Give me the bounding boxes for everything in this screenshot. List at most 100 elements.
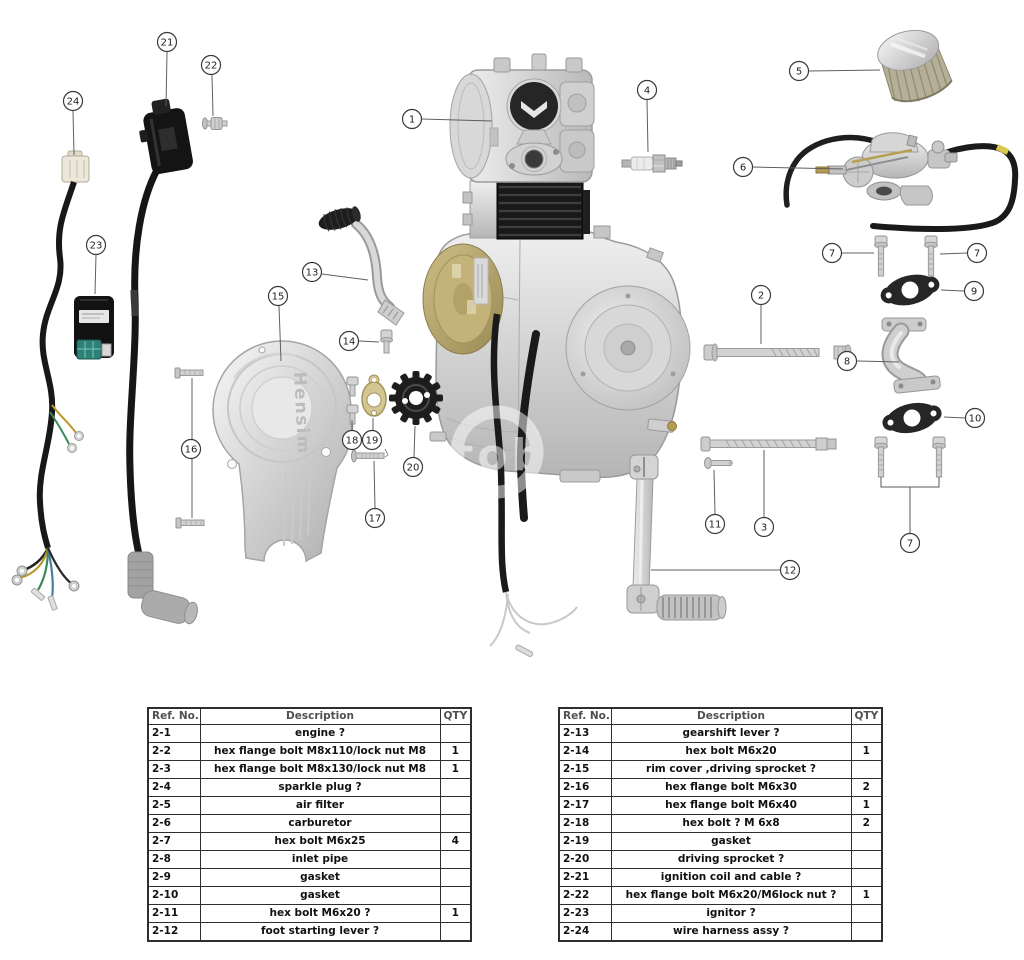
callout-leader-line (358, 340, 380, 343)
callout-21: 21 (156, 31, 178, 53)
callout-leader-line (713, 469, 716, 515)
qty-cell (439, 850, 472, 869)
sprocket-gasket-illustration (361, 374, 387, 417)
description-cell: gasket (199, 886, 441, 905)
ref-no-cell: 2-19 (558, 832, 612, 851)
callout-leader-line (94, 254, 97, 295)
callout-23: 23 (85, 234, 107, 256)
flywheel-illustration (422, 243, 504, 355)
callout-leader-line (278, 305, 282, 362)
qty-cell: 2 (850, 778, 883, 797)
ref-no-cell: 2-20 (558, 850, 612, 869)
svg-text:7: 7 (829, 249, 835, 260)
watermark: otob (418, 405, 544, 499)
bolt-m6x20-illustration (380, 329, 393, 354)
callout-18: 18 (341, 429, 363, 451)
callout-3: 3 (753, 516, 775, 538)
svg-text:16: 16 (185, 445, 198, 456)
callout-leader-line (321, 273, 369, 281)
svg-text:24: 24 (67, 97, 80, 108)
qty-cell (439, 922, 472, 942)
callout-leader-line (165, 51, 168, 107)
qty-cell: 1 (850, 742, 883, 761)
callout-leader-line (856, 360, 900, 363)
description-cell: hex bolt ? M 6x8 (610, 814, 852, 833)
description-cell: ignitor ? (610, 904, 852, 923)
bolt-m6x20-illustration (704, 457, 733, 469)
ref-no-cell: 2-5 (147, 796, 201, 815)
ignition-coil-illustration (126, 98, 198, 625)
cylinder-head-illustration (449, 53, 595, 183)
callout-6: 6 (732, 156, 754, 178)
description-cell: air filter (199, 796, 441, 815)
description-cell: foot starting lever ? (199, 922, 441, 942)
callout-8: 8 (836, 350, 858, 372)
gasket-illustration (879, 397, 945, 439)
callout-12: 12 (779, 559, 801, 581)
callout-leader-line (752, 166, 844, 170)
cover-logo: Hensim (289, 371, 313, 455)
callout-16: 16 (180, 438, 202, 460)
callout-5: 5 (788, 60, 810, 82)
description-cell: hex bolt M6x20 ? (199, 904, 441, 923)
description-cell: gasket (199, 868, 441, 887)
callout-leader-line (943, 416, 966, 419)
description-cell: hex bolt M6x20 (610, 742, 852, 761)
qty-cell (439, 724, 472, 743)
description-cell: engine ? (199, 724, 441, 743)
svg-text:13: 13 (306, 268, 319, 279)
svg-text:9: 9 (971, 287, 977, 298)
svg-text:11: 11 (709, 520, 722, 531)
callout-15: 15 (267, 285, 289, 307)
callout-leader-line (373, 460, 376, 509)
description-cell: hex flange bolt M8x130/lock nut M8 (199, 760, 441, 779)
callout-leader-line (939, 252, 968, 255)
qty-cell (850, 922, 883, 942)
description-cell: driving sprocket ? (610, 850, 852, 869)
callout-22: 22 (200, 54, 222, 76)
svg-text:22: 22 (205, 61, 218, 72)
exploded-view-diagram: otob (11, 29, 1019, 658)
description-cell: hex flange bolt M6x40 (610, 796, 852, 815)
callout-leader-line (808, 69, 881, 72)
qty-cell: 1 (439, 904, 472, 923)
ref-no-cell: 2-8 (147, 850, 201, 869)
ref-no-cell: 2-13 (558, 724, 612, 743)
bolt-m6x25-illustration (924, 235, 938, 277)
ref-no-cell: 2-17 (558, 796, 612, 815)
svg-text:6: 6 (740, 163, 746, 174)
description-cell: inlet pipe (199, 850, 441, 869)
sprocket-cover-illustration: Hensim (212, 340, 354, 563)
qty-cell (850, 850, 883, 869)
qty-cell (850, 760, 883, 779)
svg-text:5: 5 (796, 67, 802, 78)
callout-17: 17 (364, 507, 386, 529)
driving-sprocket-illustration (389, 371, 443, 425)
column-header: Description (199, 707, 441, 725)
ref-no-cell: 2-21 (558, 868, 612, 887)
description-cell: hex flange bolt M6x30 (610, 778, 852, 797)
qty-cell: 1 (439, 760, 472, 779)
description-cell: gasket (610, 832, 852, 851)
callout-1: 1 (401, 108, 423, 130)
description-cell: rim cover ,driving sprocket ? (610, 760, 852, 779)
callout-leader-line (421, 118, 493, 122)
callout-24: 24 (62, 90, 84, 112)
callout-7: 7 (966, 242, 988, 264)
bolt-m6x25-illustration (932, 436, 946, 478)
callout-leader-line (72, 110, 75, 156)
